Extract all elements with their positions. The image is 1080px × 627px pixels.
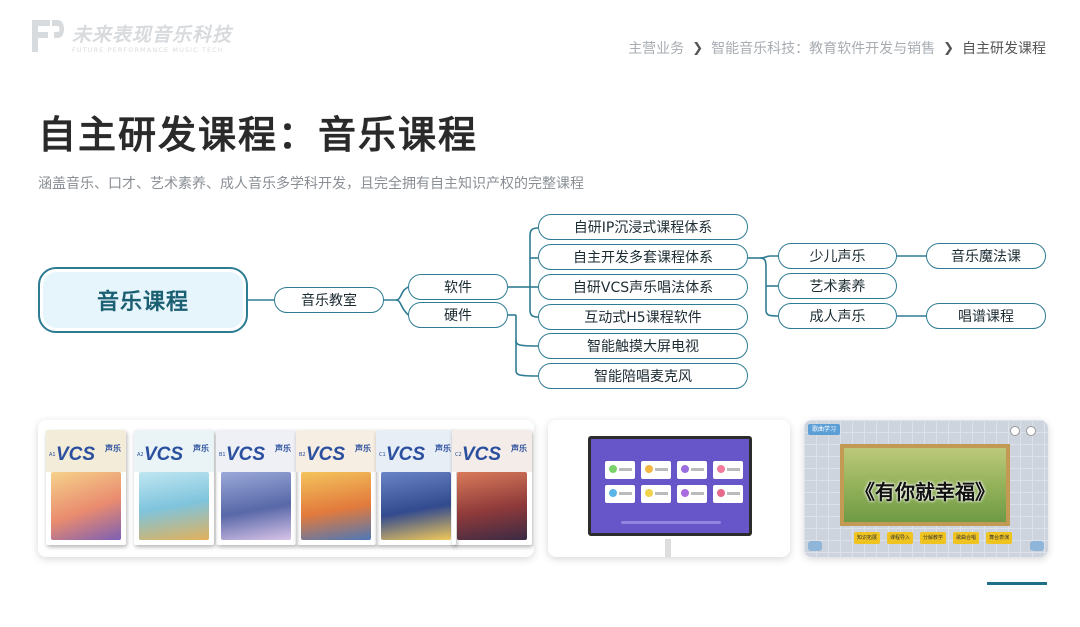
courseware-button[interactable]: 歌曲合唱 — [953, 532, 980, 544]
courseware-button[interactable]: 课程导入 — [887, 532, 914, 544]
book-illustration — [139, 472, 209, 540]
node-software-item: 自研IP沉浸式课程体系 — [538, 214, 748, 240]
textbook-cover: C1 VCS 声乐 — [376, 430, 456, 545]
node-software-item: 自主开发多套课程体系 — [538, 244, 748, 270]
courseware-button[interactable]: 知识拓展 — [854, 532, 881, 544]
node-sub-course: 音乐魔法课 — [926, 243, 1046, 269]
chevron-right-icon: ❯ — [692, 40, 704, 56]
node-hardware: 硬件 — [408, 302, 508, 328]
courseware-buttons: 知识拓展 课程导入 分解教学 歌曲合唱 舞台表演 — [854, 532, 1013, 544]
logo-text-en: FUTURE PERFORMANCE MUSIC TECH — [72, 46, 224, 54]
node-software-item: 自研VCS声乐唱法体系 — [538, 274, 748, 300]
close-icon — [1010, 426, 1020, 436]
book-vcs: VCS — [56, 444, 96, 465]
node-course-system: 成人声乐 — [778, 303, 897, 329]
courseware-tag: 歌曲学习 — [808, 424, 841, 435]
book-level: B2 — [299, 452, 306, 458]
book-label: 声乐 — [511, 444, 527, 453]
book-level: A1 — [49, 452, 56, 458]
smart-tv-image — [588, 436, 752, 536]
book-level: A2 — [137, 452, 144, 458]
mindmap-root-node: 音乐课程 — [38, 267, 248, 333]
book-vcs: VCS — [386, 444, 426, 465]
smart-tv-panel — [548, 420, 790, 557]
node-music-classroom: 音乐教室 — [274, 287, 384, 313]
book-level: C1 — [379, 452, 386, 458]
menu-icon — [1026, 426, 1036, 436]
courseware-logo-icon — [808, 541, 822, 551]
chevron-right-icon: ❯ — [943, 40, 954, 56]
node-hardware-item: 智能触摸大屏电视 — [538, 333, 748, 359]
book-illustration — [51, 472, 121, 540]
logo-text-cn: 未来表现音乐科技 — [72, 24, 233, 46]
book-level: B1 — [219, 452, 226, 458]
song-title: 《有你就幸福》 — [855, 480, 995, 504]
book-illustration — [301, 472, 371, 540]
book-label: 声乐 — [105, 444, 121, 453]
textbook-cover: B2 VCS 声乐 — [296, 430, 376, 545]
node-sub-course: 唱谱课程 — [926, 303, 1046, 329]
tv-stand — [665, 539, 671, 557]
book-illustration — [221, 472, 291, 540]
book-label: 声乐 — [435, 444, 451, 453]
courseware-button[interactable]: 分解教学 — [920, 532, 947, 544]
song-frame: 《有你就幸福》 — [840, 444, 1010, 526]
node-software-item: 互动式H5课程软件 — [538, 304, 748, 330]
book-vcs: VCS — [226, 444, 266, 465]
page-subtitle: 涵盖音乐、口才、艺术素养、成人音乐多学科开发，且完全拥有自主知识产权的完整课程 — [38, 176, 584, 192]
breadcrumb-current: 自主研发课程 — [962, 41, 1046, 57]
book-vcs: VCS — [462, 444, 502, 465]
company-logo: 未来表现音乐科技 FUTURE PERFORMANCE MUSIC TECH — [28, 14, 258, 60]
textbook-cover: C2 VCS 声乐 — [452, 430, 532, 545]
book-vcs: VCS — [306, 444, 346, 465]
breadcrumb-item[interactable]: 主营业务 — [628, 41, 685, 57]
courseware-panel: 歌曲学习 《有你就幸福》 知识拓展 课程导入 分解教学 歌曲合唱 舞台表演 — [804, 420, 1048, 557]
courseware-logo-icon — [1030, 541, 1044, 551]
textbook-cover: A1 VCS 声乐 — [46, 430, 126, 545]
node-course-system: 少儿声乐 — [778, 243, 897, 269]
book-level: C2 — [455, 452, 462, 458]
book-label: 声乐 — [355, 444, 371, 453]
courseware-screenshot: 歌曲学习 《有你就幸福》 知识拓展 课程导入 分解教学 歌曲合唱 舞台表演 — [804, 420, 1048, 557]
breadcrumb-item[interactable]: 智能音乐科技：教育软件开发与销售 — [711, 41, 936, 57]
breadcrumb: 主营业务 ❯ 智能音乐科技：教育软件开发与销售 ❯ 自主研发课程 — [628, 38, 1046, 58]
textbook-panel: A1 VCS 声乐 A2 VCS 声乐 B1 VCS 声乐 B2 VCS 声乐 … — [38, 420, 534, 557]
node-software: 软件 — [408, 274, 508, 300]
logo-mark-icon — [32, 20, 64, 52]
page-title: 自主研发课程：音乐课程 — [38, 113, 479, 157]
textbook-cover: A2 VCS 声乐 — [134, 430, 214, 545]
node-course-system: 艺术素养 — [778, 273, 897, 299]
courseware-button[interactable]: 舞台表演 — [986, 532, 1013, 544]
book-label: 声乐 — [193, 444, 209, 453]
book-illustration — [457, 472, 527, 540]
book-vcs: VCS — [144, 444, 184, 465]
textbook-cover: B1 VCS 声乐 — [216, 430, 296, 545]
accent-divider — [987, 582, 1047, 585]
node-hardware-item: 智能陪唱麦克风 — [538, 363, 748, 389]
book-illustration — [381, 472, 451, 540]
book-label: 声乐 — [275, 444, 291, 453]
